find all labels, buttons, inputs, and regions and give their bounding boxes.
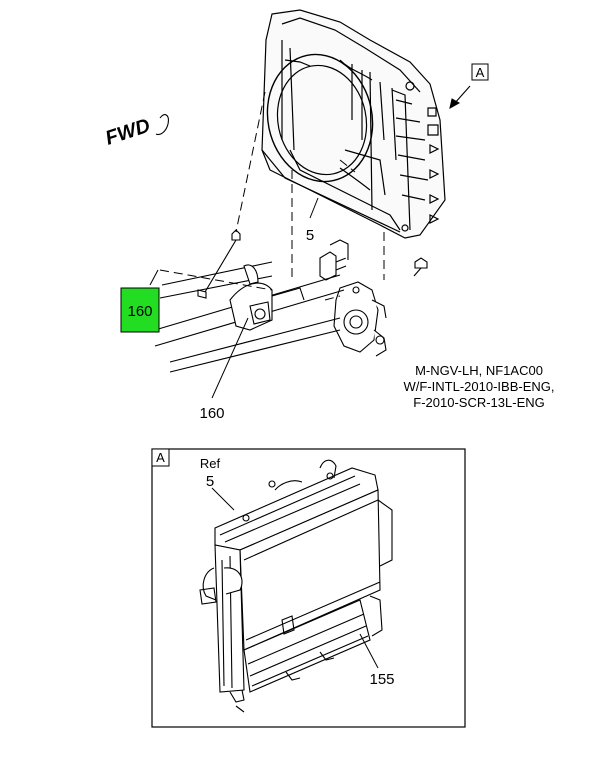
alignment-dashed-lines [159,91,385,301]
applicability-note: M-NGV-LH, NF1AC00 W/F-INTL-2010-IBB-ENG,… [404,363,555,410]
fwd-indicator: FWD [103,114,169,150]
callout-160-highlight-text: 160 [127,303,152,320]
callout-160-lower[interactable]: 160 [199,405,224,422]
note-line-2: W/F-INTL-2010-IBB-ENG, [404,379,555,394]
frame-rail [154,261,345,373]
note-line-3: F-2010-SCR-13L-ENG [413,395,545,410]
callout-a-top[interactable]: A [471,63,489,81]
detail-callout-155[interactable]: 155 [369,671,394,688]
note-line-1: M-NGV-LH, NF1AC00 [415,363,543,378]
detail-ref-label: Ref [200,456,221,471]
fwd-arrow-icon [155,114,169,136]
fwd-label: FWD [103,115,153,150]
fan-shroud-assembly [261,9,446,239]
callout-a-letter: A [476,65,485,80]
detail-leader-lines [211,487,379,669]
callout-160-highlight[interactable]: 160 [120,287,160,333]
leader-lines [149,197,319,399]
radiator-assembly [199,459,393,713]
detail-a-letter: A [156,450,165,465]
detail-callout-5[interactable]: 5 [206,473,214,490]
fastener-bolts [197,229,428,299]
mounting-brackets [319,239,387,357]
view-arrow-icon [449,85,471,109]
callout-5[interactable]: 5 [306,227,314,244]
